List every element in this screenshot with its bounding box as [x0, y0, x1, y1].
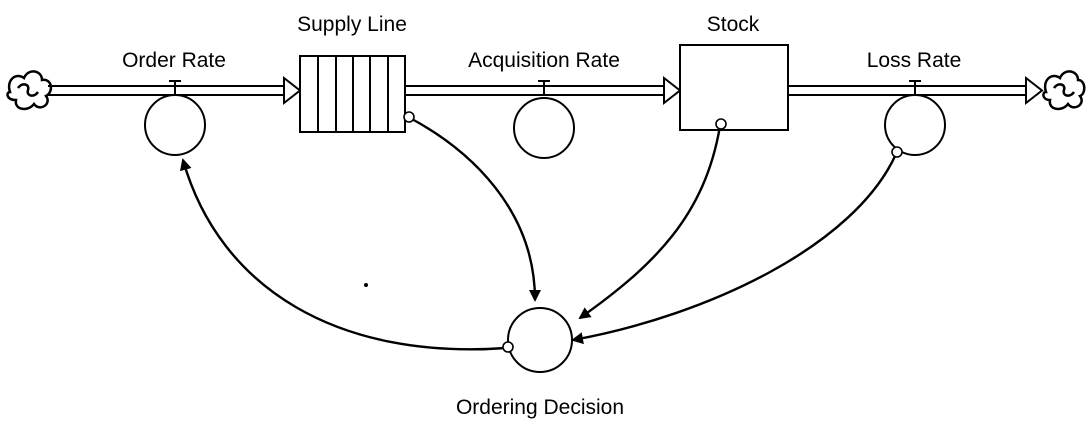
cloud-sink-icon: [1042, 70, 1086, 111]
link-loss-rate-to-ordering-decision: [571, 153, 898, 345]
link-stock-to-ordering-decision: [578, 125, 722, 320]
ordering-decision-tap: [502, 341, 514, 353]
order-rate-pipe: [48, 75, 302, 106]
acquisition-rate-pipe: [406, 75, 682, 106]
link-supply-line-to-ordering-decision: [409, 116, 541, 302]
supply-line-stock[interactable]: [299, 55, 406, 133]
acquisition-rate-label: Acquisition Rate: [468, 49, 620, 72]
stock-label: Stock: [707, 13, 760, 36]
acquisition-rate-valve[interactable]: [513, 80, 575, 159]
loss-rate-label: Loss Rate: [867, 49, 962, 72]
loss-rate-tap: [891, 146, 903, 158]
order-rate-label: Order Rate: [122, 49, 226, 72]
supply-line-tap: [403, 111, 415, 123]
cloud-source-icon: [6, 70, 53, 111]
stock-tap: [715, 118, 727, 130]
ordering-decision-label: Ordering Decision: [456, 396, 624, 419]
stray-dot: [364, 283, 368, 287]
stock-box[interactable]: [679, 44, 789, 131]
loss-rate-valve[interactable]: [884, 80, 946, 156]
order-rate-valve[interactable]: [144, 80, 206, 156]
supply-line-label: Supply Line: [297, 13, 407, 36]
ordering-decision-node[interactable]: [507, 307, 573, 373]
link-ordering-decision-to-order-rate: [179, 158, 507, 351]
